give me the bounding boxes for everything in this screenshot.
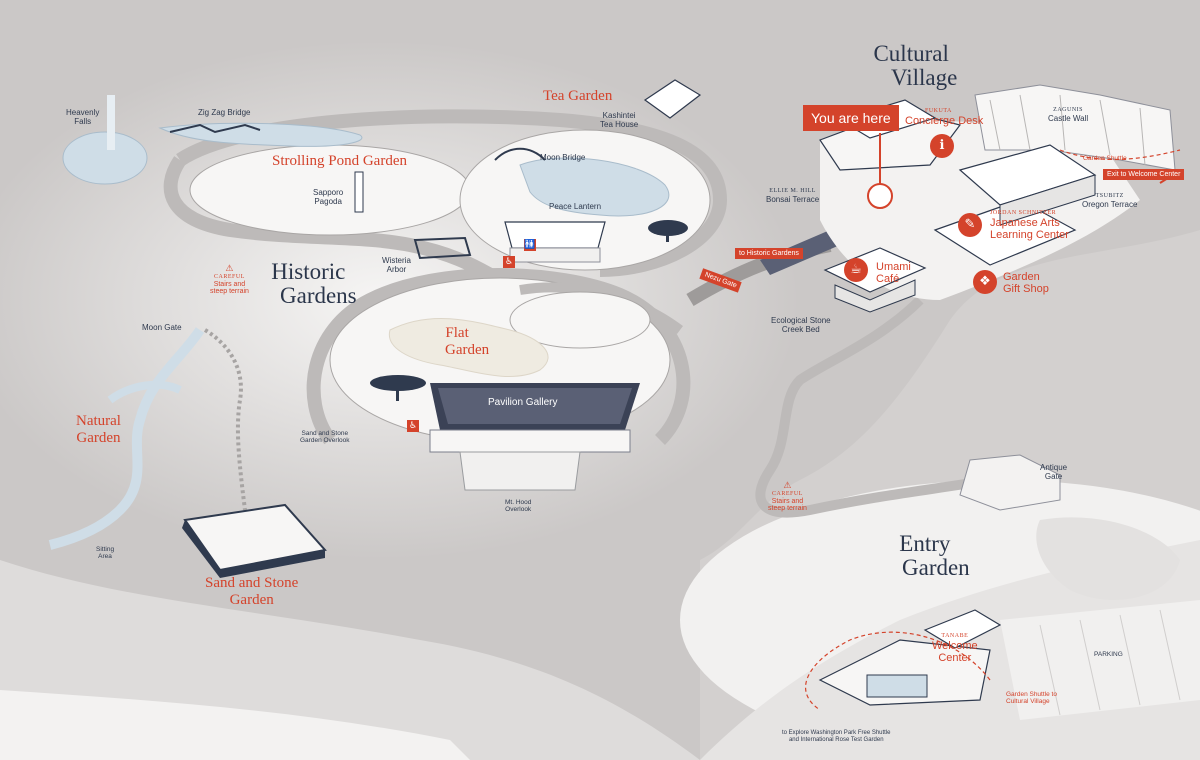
- you-are-here-pointer: [879, 133, 881, 185]
- label-oregon-terrace: TSUBITZ Oregon Terrace: [1082, 193, 1138, 209]
- brush-icon[interactable]: ✎: [958, 213, 982, 237]
- label-sand-stone-overlook: Sand and Stone Garden Overlook: [300, 430, 350, 445]
- label-mt-hood-overlook: Mt. Hood Overlook: [505, 499, 532, 514]
- area-entry-garden: Entry Garden: [899, 531, 970, 581]
- warning-steep-historic: ⚠ CAREFUL Stairs and steep terrain: [210, 264, 249, 296]
- label-wisteria-arbor: Wisteria Arbor: [382, 256, 411, 275]
- label-castle-wall: ZAGUNIS Castle Wall: [1048, 107, 1089, 123]
- warning-icon: ⚠: [225, 264, 234, 274]
- label-welcome-center[interactable]: TANABE Welcome Center: [932, 633, 978, 664]
- label-peace-lantern: Peace Lantern: [549, 202, 602, 211]
- you-are-here-dot: [867, 183, 893, 209]
- wheelchair-icon: ♿: [503, 256, 515, 268]
- wheelchair-icon-gallery: ♿: [407, 420, 419, 432]
- label-parking: PARKING: [1094, 651, 1123, 658]
- garden-sand-stone[interactable]: Sand and Stone Garden: [205, 575, 299, 608]
- info-icon[interactable]: ℹ: [930, 134, 954, 158]
- label-learning-center[interactable]: JORDAN SCHNITZER Japanese Arts Learning …: [990, 210, 1069, 241]
- label-garden-shuttle-cultural: Garden Shuttle to Cultural Village: [1006, 691, 1057, 706]
- warning-icon: ⚠: [783, 481, 792, 491]
- gift-icon[interactable]: ❖: [973, 270, 997, 294]
- label-sapporo-pagoda: Sapporo Pagoda: [313, 188, 344, 207]
- label-explore-shuttle: to Explore Washington Park Free Shuttle …: [782, 730, 891, 743]
- label-umami-cafe[interactable]: Umami Café: [876, 261, 911, 286]
- label-antique-gate: Antique Gate: [1040, 463, 1068, 482]
- label-zig-zag-bridge: Zig Zag Bridge: [198, 108, 251, 117]
- garden-natural[interactable]: Natural Garden: [76, 413, 121, 446]
- restroom-icon: 🚻: [524, 239, 536, 251]
- label-kashintei: Kashintei Tea House: [600, 111, 639, 130]
- label-concierge[interactable]: FUKUTA Concierge Desk: [905, 108, 984, 127]
- label-moon-bridge: Moon Bridge: [540, 153, 586, 162]
- label-sitting-area: Sitting Area: [96, 546, 115, 561]
- garden-tea[interactable]: Tea Garden: [543, 88, 613, 104]
- label-heavenly-falls: Heavenly Falls: [66, 108, 100, 127]
- area-cultural-village: Cultural Village: [873, 41, 958, 91]
- label-bonsai-terrace: ELLIE M. HILL Bonsai Terrace: [766, 188, 820, 204]
- garden-strolling-pond[interactable]: Strolling Pond Garden: [272, 153, 407, 169]
- label-moon-gate: Moon Gate: [142, 323, 182, 332]
- garden-flat[interactable]: Flat Garden: [445, 325, 490, 358]
- label-gift-shop[interactable]: Garden Gift Shop: [1003, 271, 1049, 296]
- exit-welcome-tag[interactable]: Exit to Welcome Center: [1103, 169, 1185, 180]
- area-historic-gardens: Historic Gardens: [271, 259, 357, 309]
- cup-icon[interactable]: ☕: [844, 258, 868, 282]
- to-historic-gardens-tag[interactable]: to Historic Gardens: [735, 248, 803, 259]
- label-garden-shuttle: Garden Shuttle: [1083, 155, 1127, 162]
- label-ecological-creek: Ecological Stone Creek Bed: [771, 316, 831, 335]
- warning-steep-cultural: ⚠ CAREFUL Stairs and steep terrain: [768, 481, 807, 513]
- label-pavilion-gallery[interactable]: Pavilion Gallery: [488, 397, 558, 408]
- you-are-here-marker: You are here: [803, 105, 899, 131]
